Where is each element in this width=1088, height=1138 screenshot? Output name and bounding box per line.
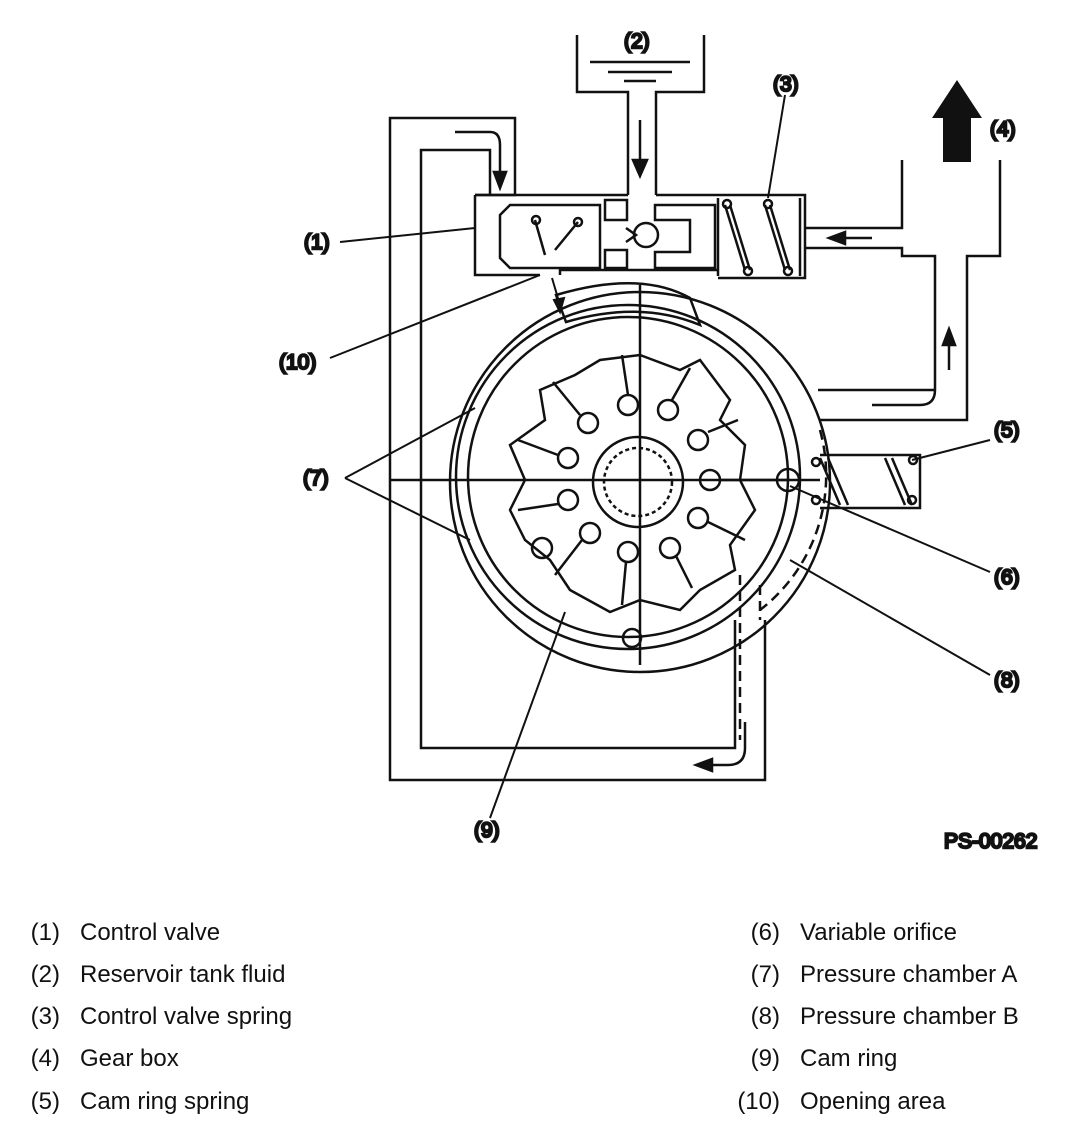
legend-num: (2) — [30, 961, 60, 988]
control-valve-spring — [530, 198, 802, 277]
legend-num: (5) — [30, 1088, 60, 1115]
gear-box-pipe — [805, 80, 1002, 422]
leader-lines — [329, 94, 991, 819]
pump-diagram: (1) (2) (3) (4) (5) (6) (7) (8) (9) (10)… — [278, 29, 1039, 855]
figure-code: PS-00262 — [944, 830, 1037, 853]
cam-ring-spring — [775, 453, 922, 510]
reservoir-tank — [575, 35, 706, 195]
legend-num: (4) — [30, 1045, 60, 1072]
legend-num: (1) — [30, 919, 60, 946]
callout-10: (10) — [279, 351, 316, 374]
callout-9: (9) — [474, 819, 500, 842]
callout-7: (7) — [303, 467, 329, 490]
up-arrow-icon — [932, 80, 982, 162]
control-valve — [473, 193, 807, 280]
legend-num: (3) — [30, 1003, 60, 1030]
legend-num: (10) — [737, 1088, 780, 1115]
callout-6: (6) — [994, 566, 1020, 589]
legend-text: Variable orifice — [800, 919, 957, 946]
rotor — [390, 285, 820, 665]
legend-text: Pressure chamber A — [800, 961, 1018, 988]
legend-text: Reservoir tank fluid — [80, 961, 286, 988]
callout-4: (4) — [990, 118, 1016, 141]
legend-text: Control valve — [80, 919, 221, 946]
vanes — [517, 354, 790, 606]
legend-num: (8) — [750, 1003, 780, 1030]
legend-text: Gear box — [80, 1045, 179, 1072]
callout-2: (2) — [624, 30, 650, 53]
legend-text: Opening area — [800, 1088, 946, 1115]
legend-text: Control valve spring — [80, 1003, 293, 1030]
callout-1: (1) — [304, 231, 330, 254]
callout-8: (8) — [994, 669, 1020, 692]
legend-text: Pressure chamber B — [800, 1003, 1019, 1030]
legend-text: Cam ring — [800, 1045, 898, 1072]
legend-num: (6) — [750, 919, 780, 946]
callout-3: (3) — [773, 73, 799, 96]
legend-num: (7) — [750, 961, 780, 988]
legend-text: Cam ring spring — [80, 1088, 250, 1115]
legend: (1) Control valve (2) Reservoir tank flu… — [0, 910, 1088, 1130]
callout-5: (5) — [994, 419, 1020, 442]
legend-num: (9) — [750, 1045, 780, 1072]
